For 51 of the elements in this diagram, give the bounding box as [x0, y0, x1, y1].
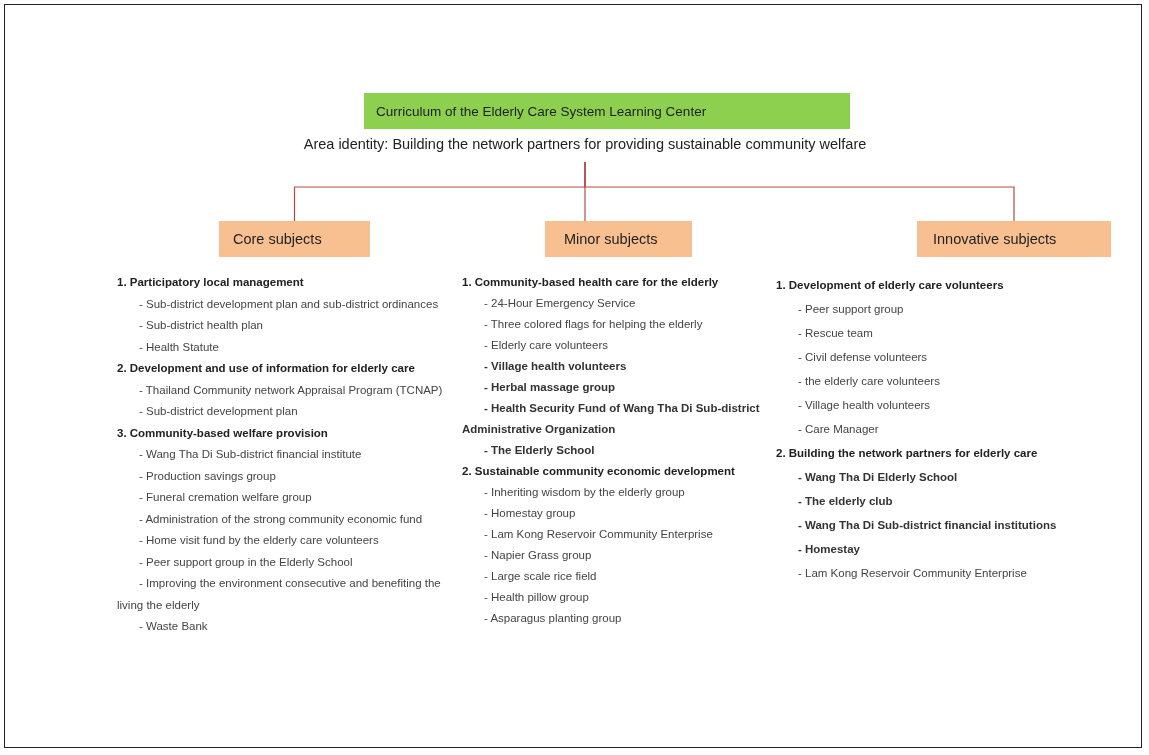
list-item: - Homestay: [797, 542, 861, 557]
list-item: - 24-Hour Emergency Service: [483, 296, 637, 311]
list-item: - Village health volunteers: [797, 398, 932, 413]
list-item: - Health Statute: [138, 339, 220, 355]
list-item: - Improving the environment consecutive and benefiting the living the elderly: [117, 576, 442, 613]
list-heading: 2. Sustainable community economic development: [462, 464, 736, 479]
connector-line: [584, 161, 1015, 222]
list-item: - Peer support group in the Elderly School: [138, 554, 354, 570]
list-heading: 1. Participatory local management: [117, 275, 305, 290]
list-item: - Wang Tha Di Elderly School: [797, 470, 959, 485]
category-box: Core subjects: [219, 221, 370, 257]
list-item: - Sub-district development plan: [138, 404, 299, 419]
list-item: - Elderly care volunteers: [483, 338, 609, 353]
list-item: - Sub-district health plan: [138, 318, 264, 333]
list-item: - Administration of the strong community economic fund: [138, 511, 424, 527]
list-item: - Wang Tha Di Sub-district financial institute: [138, 447, 363, 462]
list-heading: 2. Building the network partners for elderly care: [776, 446, 1039, 461]
list-item: - Health pillow group: [483, 590, 590, 605]
list-item: - the elderly care volunteers: [797, 374, 941, 389]
list-item: - Lam Kong Reservoir Community Enterprise: [483, 527, 714, 542]
list-item: - Herbal massage group: [483, 380, 616, 395]
category-box: Innovative subjects: [917, 221, 1111, 257]
list-item: - The elderly club: [797, 494, 894, 509]
list-item: - Village health volunteers: [483, 359, 628, 374]
list-item: - Home visit fund by the elderly care volunteers: [138, 533, 380, 548]
list-item: - Sub-district development plan and sub-district ordinances: [138, 296, 440, 312]
list-item: - Inheriting wisdom by the elderly group: [483, 485, 686, 500]
list-item: - Civil defense volunteers: [797, 350, 929, 365]
list-item: - Wang Tha Di Sub-district financial institutions: [797, 518, 1058, 533]
category-box: Minor subjects: [545, 221, 692, 257]
list-item: - Peer support group: [797, 302, 905, 317]
list-item: - Lam Kong Reservoir Community Enterprise: [797, 566, 1028, 581]
list-item: - Funeral cremation welfare group: [138, 490, 313, 505]
list-item: - Large scale rice field: [483, 569, 598, 584]
list-heading: 3. Community-based welfare provision: [117, 425, 329, 441]
list-item: - Production savings group: [138, 468, 277, 484]
list-heading: 1. Community-based health care for the elderly: [462, 275, 720, 290]
list-item: - Homestay group: [483, 506, 577, 521]
list-item: - Napier Grass group: [483, 548, 593, 563]
subtitle-text: Area identity: Building the network partners for providing sustainable community welfare: [250, 136, 920, 160]
list-item: - Rescue team: [797, 326, 874, 341]
list-item: - Asparagus planting group: [483, 611, 623, 626]
list-item: - Health Security Fund of Wang Tha Di Sub-district Administrative Organization: [462, 401, 761, 437]
list-item: - The Elderly School: [483, 443, 596, 458]
list-item: - Three colored flags for helping the elderly: [483, 317, 704, 332]
list-heading: 1. Development of elderly care volunteers: [776, 278, 1005, 293]
list-item: - Care Manager: [797, 422, 880, 437]
list-heading: 2. Development and use of information for elderly care: [117, 361, 416, 376]
title-box: Curriculum of the Elderly Care System Learning Center: [364, 93, 850, 129]
list-item: - Thailand Community network Appraisal Program (TCNAP): [138, 382, 444, 398]
list-item: - Waste Bank: [138, 619, 209, 634]
